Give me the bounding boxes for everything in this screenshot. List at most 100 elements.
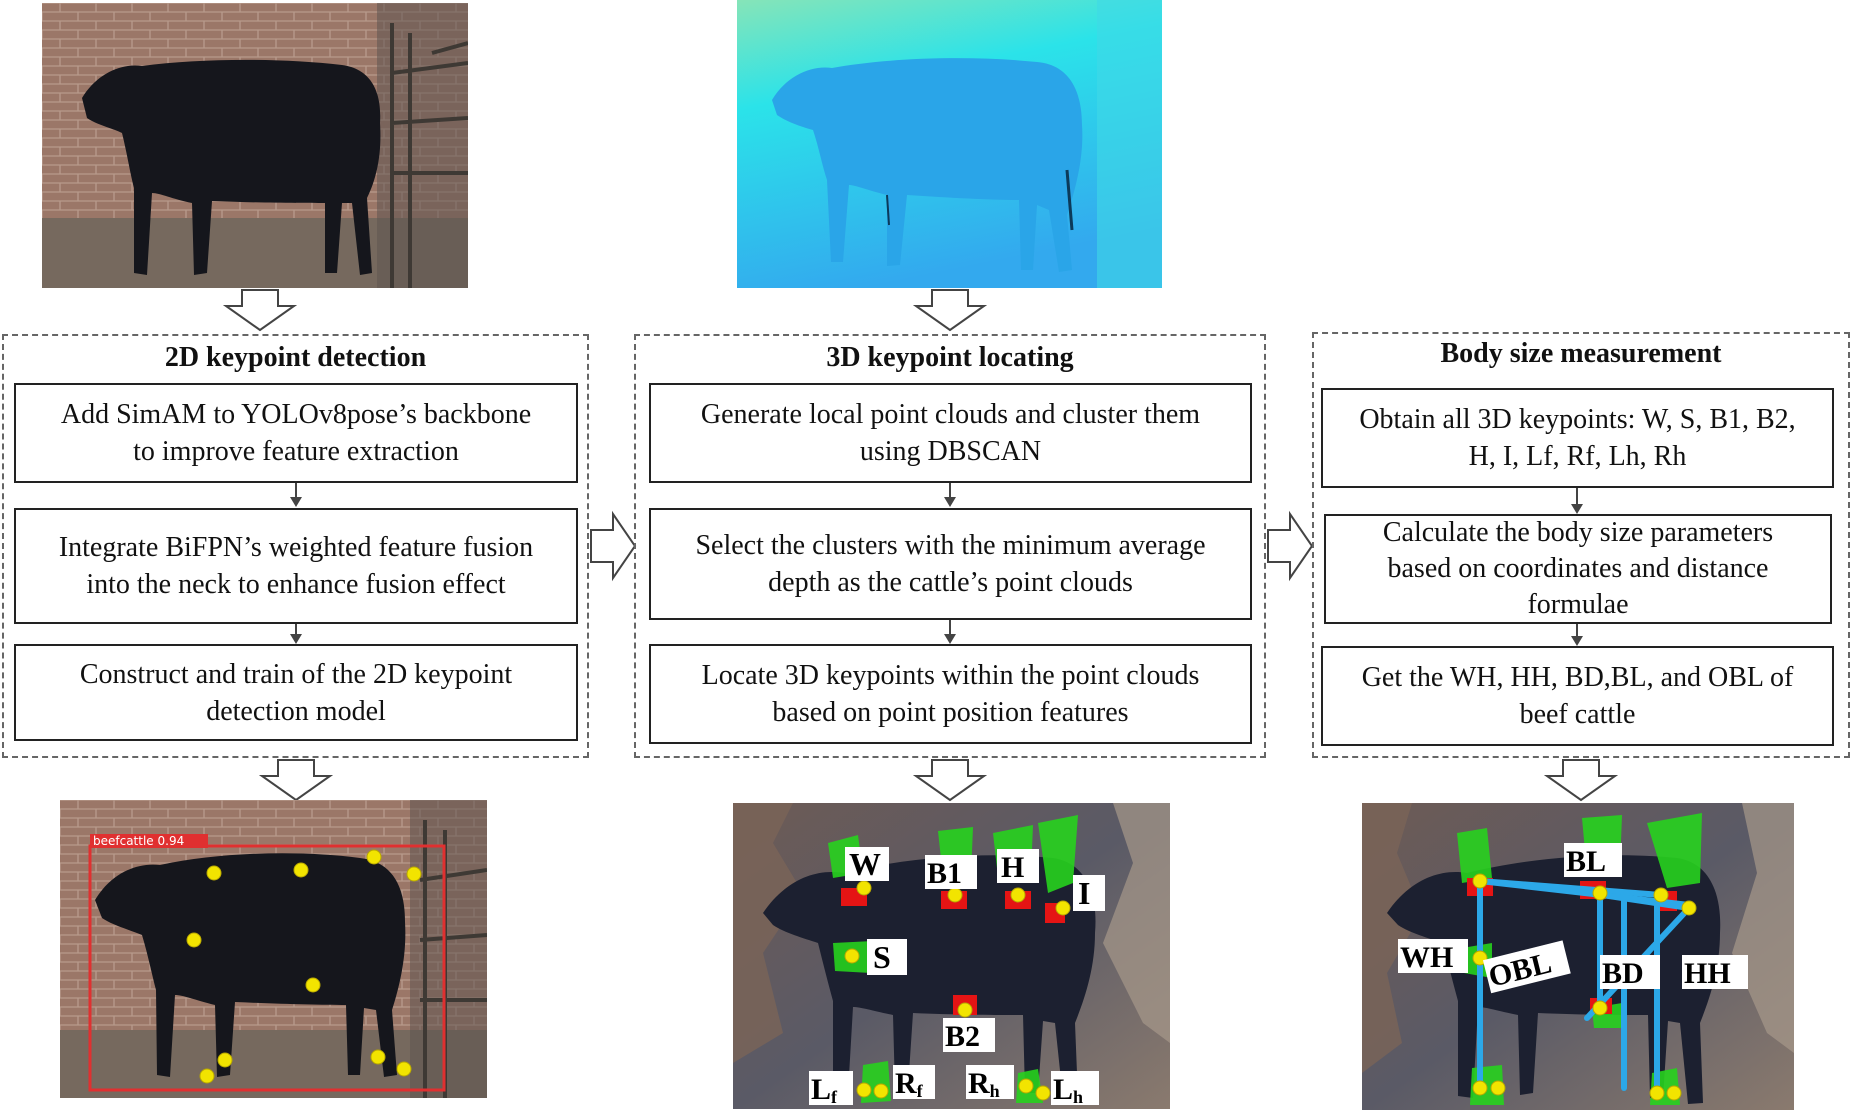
down-arrow-icon: [912, 289, 988, 332]
keypoint: [406, 866, 422, 882]
step-box: Add SimAM to YOLOv8pose’s backbone to imp…: [14, 383, 578, 483]
bounding-box: [88, 844, 446, 1092]
keypoint-H: [1010, 887, 1026, 903]
flow-connector: [295, 624, 297, 634]
step-text: based on point position features: [772, 697, 1129, 728]
keypoint-labels: W B1 H I S B2 Lf Rf Rh Lh: [809, 846, 1105, 1107]
label-W: W: [849, 846, 881, 882]
keypoint: [1649, 1085, 1665, 1101]
step-box: Generate local point clouds and cluster …: [649, 383, 1252, 483]
step-text: formulae: [1527, 589, 1629, 620]
keypoints-2d: [186, 849, 422, 1084]
bounding-box-label: beefcattle 0.94: [93, 834, 184, 848]
label-Lh: Lh: [1053, 1073, 1083, 1107]
label-WH: WH: [1400, 941, 1453, 974]
down-arrow-icon: [222, 289, 298, 332]
label-I: I: [1078, 875, 1090, 911]
keypoint-S: [844, 948, 860, 964]
body-size-drawing: BL WH OBL BD HH: [1362, 803, 1794, 1110]
step-text: based on coordinates and distance: [1387, 553, 1769, 584]
step-text: Construct and train of the 2D keypoint: [79, 658, 513, 690]
cattle-depth-drawing: [737, 0, 1162, 288]
label-Lf: Lf: [811, 1073, 838, 1107]
right-arrow-icon: [590, 510, 637, 582]
keypoints-3d: [844, 880, 1071, 1101]
keypoint-I: [1055, 900, 1071, 916]
keypoints-3d-photo: W B1 H I S B2 Lf Rf Rh Lh: [733, 803, 1170, 1109]
keypoint: [206, 865, 222, 881]
step-text: Integrate BiFPN’s weighted feature fusio…: [58, 532, 534, 563]
step-text: Get the WH, HH, BD,BL, and OBL of: [1361, 662, 1794, 693]
keypoint-Rf: [873, 1083, 889, 1099]
flow-arrowhead: [944, 634, 956, 644]
keypoint-Rh: [1018, 1078, 1034, 1094]
step-box: Integrate BiFPN’s weighted feature fusio…: [14, 508, 578, 624]
down-arrow-icon: [912, 759, 988, 802]
step-box: Get the WH, HH, BD,BL, and OBL of beef ca…: [1321, 646, 1834, 746]
keypoint: [199, 1068, 215, 1084]
step-text: Add SimAM to YOLOv8pose’s backbone: [60, 399, 532, 430]
panel-title: Body size measurement: [1440, 338, 1722, 369]
step-box: Obtain all 3D keypoints: W, S, B1, B2, H,…: [1321, 388, 1834, 488]
keypoint: [305, 977, 321, 993]
step-text: Locate 3D keypoints within the point clo…: [701, 660, 1200, 691]
cattle-depth-photo: [737, 0, 1162, 288]
step-text: Obtain all 3D keypoints: W, S, B1, B2,: [1359, 404, 1796, 435]
flow-arrowhead: [290, 497, 302, 507]
step-text: Generate local point clouds and cluster …: [700, 399, 1201, 430]
bounding-box-label-bg: [90, 834, 208, 848]
panel-2d-keypoint-detection: 2D keypoint detection: [2, 334, 589, 758]
step-text: H, I, Lf, Rf, Lh, Rh: [1468, 441, 1687, 472]
flow-connector: [1576, 624, 1578, 636]
flow-arrowhead: [1571, 636, 1583, 646]
keypoint: [396, 1061, 412, 1077]
label-S: S: [873, 939, 891, 975]
flow-connector: [949, 620, 951, 634]
keypoint: [1666, 1085, 1682, 1101]
keypoint: [1592, 1000, 1608, 1016]
label-BL: BL: [1566, 845, 1606, 878]
step-text: Select the clusters with the minimum ave…: [695, 530, 1206, 561]
flow-connector: [1576, 488, 1578, 504]
label-Rh: Rh: [968, 1067, 1000, 1101]
keypoint: [1490, 1080, 1506, 1096]
label-Rf: Rf: [895, 1067, 924, 1101]
keypoint-W: [856, 880, 872, 896]
keypoint: [293, 862, 309, 878]
detection-result-drawing: beefcattle 0.94: [60, 800, 487, 1098]
step-box: Select the clusters with the minimum ave…: [649, 508, 1252, 620]
step-box: Calculate the body size parameters based …: [1324, 514, 1832, 624]
flow-arrowhead: [290, 634, 302, 644]
label-B2: B2: [945, 1020, 980, 1053]
label-BD: BD: [1602, 957, 1644, 990]
keypoint: [217, 1052, 233, 1068]
panel-title: 2D keypoint detection: [164, 342, 427, 373]
label-H: H: [1001, 851, 1024, 884]
step-text: into the neck to enhance fusion effect: [86, 569, 506, 600]
keypoint-Lf: [856, 1082, 872, 1098]
step-text: beef cattle: [1519, 699, 1636, 730]
keypoint: [1472, 873, 1488, 889]
down-arrow-icon: [258, 759, 334, 802]
step-text: to improve feature extraction: [133, 436, 459, 467]
label-HH: HH: [1684, 957, 1731, 990]
step-box: Construct and train of the 2D keypoint de…: [14, 644, 578, 741]
panel-3d-keypoint-locating: 3D keypoint locating: [634, 334, 1266, 758]
keypoint-Lh: [1035, 1085, 1051, 1101]
step-text: detection model: [206, 695, 386, 727]
keypoint: [1653, 887, 1669, 903]
cattle-rgb-photo: [42, 3, 468, 288]
step-text: Calculate the body size parameters: [1382, 517, 1774, 548]
flow-connector: [295, 483, 297, 497]
step-box: Locate 3D keypoints within the point clo…: [649, 644, 1252, 744]
panel-title: 3D keypoint locating: [826, 342, 1074, 373]
keypoint: [1592, 885, 1608, 901]
keypoint: [186, 932, 202, 948]
body-size-photo: BL WH OBL BD HH: [1362, 803, 1794, 1110]
keypoints-3d-drawing: W B1 H I S B2 Lf Rf Rh Lh: [733, 803, 1170, 1109]
right-arrow-icon: [1267, 510, 1314, 582]
keypoint: [1681, 900, 1697, 916]
label-B1: B1: [927, 857, 962, 890]
keypoint: [366, 849, 382, 865]
keypoint-B1: [947, 887, 963, 903]
